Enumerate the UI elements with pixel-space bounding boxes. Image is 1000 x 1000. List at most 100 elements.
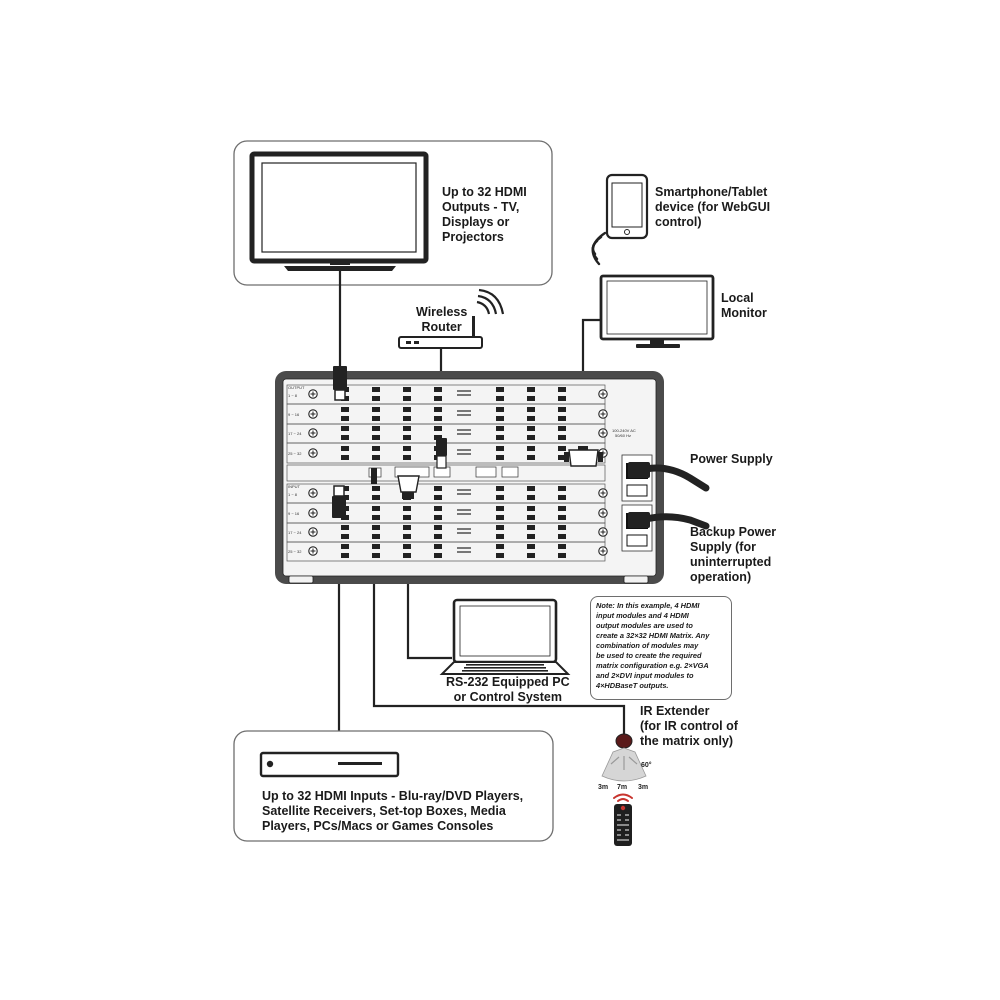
ir-range-center: 7m: [617, 784, 627, 791]
out-range-1: 1 ~ 8: [288, 393, 298, 398]
hdmi-port: [403, 506, 411, 520]
chassis-screw: [598, 488, 608, 498]
hdmi-port: [527, 506, 535, 520]
hdmi-port: [372, 446, 380, 460]
hdmi-input-plug: [332, 485, 346, 518]
hdmi-port: [558, 506, 566, 520]
hdmi-port: [527, 525, 535, 539]
chassis-screw: [598, 546, 608, 556]
hdmi-port: [434, 544, 442, 558]
local-monitor-icon: [599, 274, 715, 348]
hdmi-port: [341, 525, 349, 539]
matrix-chassis: OUTPUT 1 ~ 8 9 ~ 16 17 ~ 24 25 ~ 32 INPU…: [275, 371, 664, 584]
hdmi-port: [403, 407, 411, 421]
hdmi-port: [527, 486, 535, 500]
chassis-screw: [308, 508, 318, 518]
hdmi-port: [434, 506, 442, 520]
inputs-label: Up to 32 HDMI Inputs - Blu-ray/DVD Playe…: [262, 789, 524, 833]
hdmi-port: [341, 407, 349, 421]
hdmi-port: [558, 387, 566, 401]
hdmi-port: [496, 525, 504, 539]
vga-plug-monitor: [564, 446, 603, 467]
hdmi-port: [372, 544, 380, 558]
hdmi-port: [558, 525, 566, 539]
in-range-2: 9 ~ 16: [288, 511, 300, 516]
hdmi-port: [496, 544, 504, 558]
hdmi-port: [496, 446, 504, 460]
rs232-plug: [397, 475, 420, 499]
power-cord-primary: [628, 462, 710, 492]
hdmi-port: [341, 446, 349, 460]
chassis-screw: [308, 448, 318, 458]
chassis-screw: [308, 546, 318, 556]
chassis-screw: [598, 508, 608, 518]
hdmi-port: [496, 387, 504, 401]
module-label-block: [457, 429, 471, 435]
smartphone-icon: [605, 173, 649, 240]
media-player-icon: [259, 751, 400, 778]
remote-control-icon: [614, 804, 632, 846]
hdmi-port: [372, 407, 380, 421]
ir-signal-icon: [613, 793, 633, 802]
hdmi-port: [558, 486, 566, 500]
hdmi-port: [496, 486, 504, 500]
hdmi-port: [403, 525, 411, 539]
ethernet-plug: [436, 438, 447, 469]
module-label-block: [457, 449, 471, 455]
ir-range-right: 3m: [638, 784, 648, 791]
hdmi-port: [558, 544, 566, 558]
hdmi-port: [434, 426, 442, 440]
module-label-block: [457, 410, 471, 416]
hdmi-port: [341, 426, 349, 440]
laptop-icon: [439, 598, 571, 675]
power-cord-backup: [628, 512, 710, 530]
hdmi-port: [372, 387, 380, 401]
hdmi-port: [434, 486, 442, 500]
chassis-screw: [308, 488, 318, 498]
hdmi-port: [558, 446, 566, 460]
module-label-block: [457, 509, 471, 515]
hdmi-port: [403, 387, 411, 401]
in-range-4: 25 ~ 32: [288, 549, 302, 554]
hdmi-port: [403, 426, 411, 440]
hdmi-port: [372, 506, 380, 520]
module-label-block: [457, 489, 471, 495]
module-label-block: [457, 390, 471, 396]
ir-range-left: 3m: [598, 784, 608, 791]
hdmi-port: [372, 426, 380, 440]
out-range-2: 9 ~ 16: [288, 412, 300, 417]
hdmi-port: [527, 407, 535, 421]
hdmi-port: [527, 446, 535, 460]
chassis-screw: [598, 428, 608, 438]
tv-display-icon: [249, 151, 429, 271]
hdmi-port: [527, 426, 535, 440]
chassis-screw: [308, 527, 318, 537]
chassis-screw: [598, 527, 608, 537]
hdmi-port: [496, 407, 504, 421]
power-rating-2: 50/60 Hz: [615, 433, 631, 438]
chassis-screw: [598, 409, 608, 419]
out-range-4: 25 ~ 32: [288, 451, 302, 456]
chassis-screw: [598, 389, 608, 399]
ir-extender-icon: 60° 3m 7m 3m: [598, 733, 652, 791]
wifi-signal-icon: [591, 231, 607, 266]
hdmi-port: [527, 544, 535, 558]
hdmi-port: [372, 525, 380, 539]
hdmi-port: [496, 506, 504, 520]
chassis-screw: [308, 428, 318, 438]
ir-angle-label: 60°: [641, 761, 652, 769]
ir-plug: [371, 468, 377, 484]
svg-text:INPUT: INPUT: [288, 484, 301, 489]
hdmi-port: [496, 426, 504, 440]
wireless-router-icon: [398, 288, 505, 349]
in-range-1: 1 ~ 8: [288, 492, 298, 497]
